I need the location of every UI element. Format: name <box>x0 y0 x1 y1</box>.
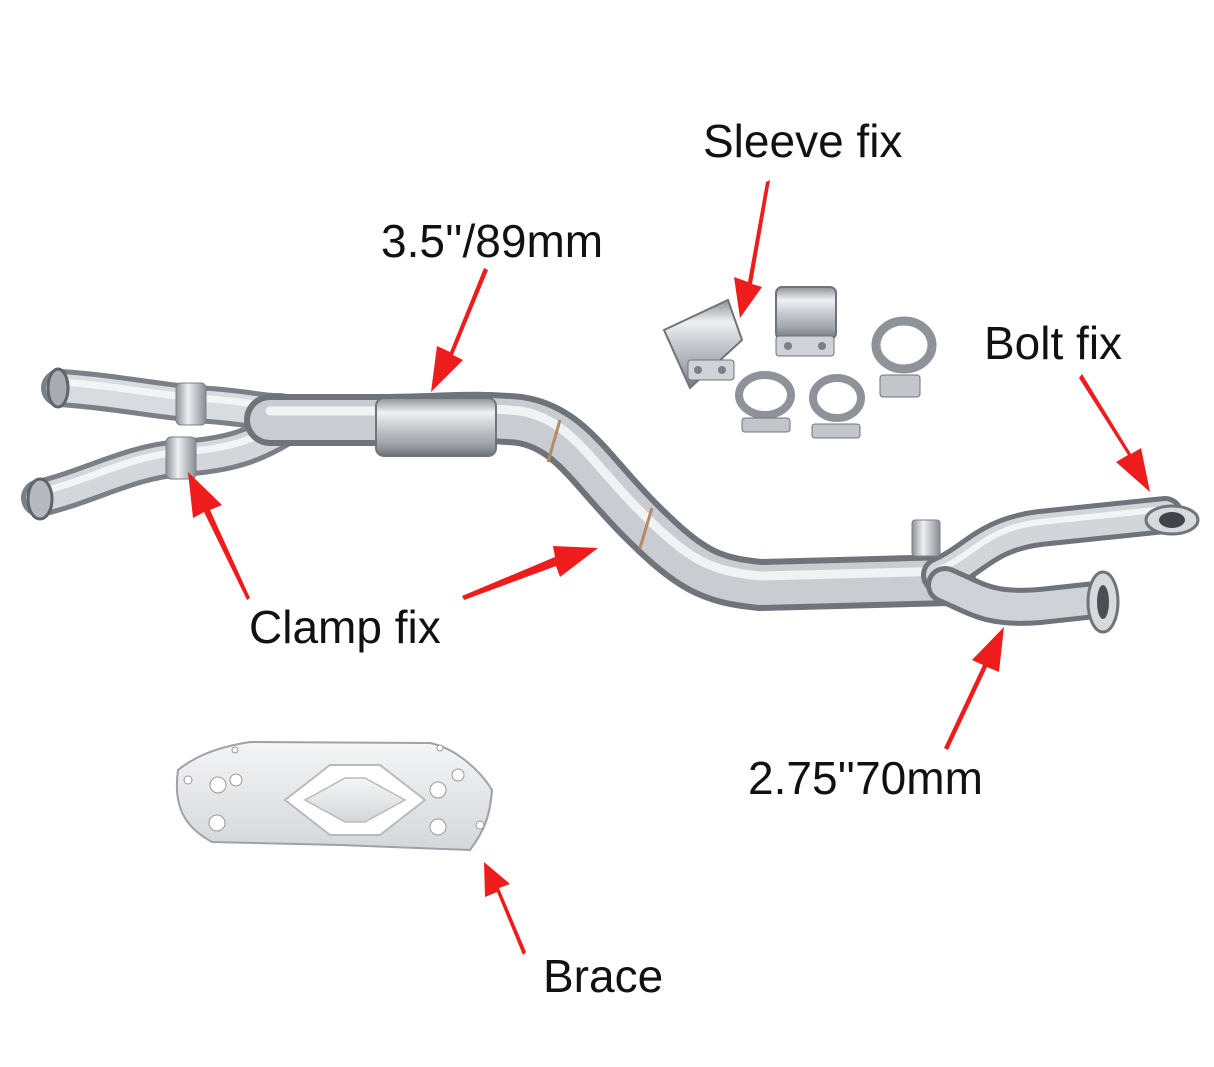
arrow-clamp-fix-right <box>462 546 598 600</box>
brace-plate <box>175 740 494 852</box>
arrow-main-diameter <box>431 268 488 392</box>
brace-label: Brace <box>543 950 664 1002</box>
arrow-clamp-fix-left <box>188 472 250 600</box>
arrow-tail-diameter <box>944 627 1004 750</box>
arrow-sleeve-fix <box>734 180 770 318</box>
clamp-kit <box>662 286 937 439</box>
exhaust-pipe <box>21 367 1200 634</box>
callout-arrows <box>188 180 1150 955</box>
arrow-bolt-fix <box>1079 374 1150 492</box>
arrow-brace <box>484 862 526 955</box>
main-diameter-label: 3.5''/89mm <box>381 215 604 267</box>
tail-diameter-label: 2.75''70mm <box>748 752 983 804</box>
sleeve-fix-label: Sleeve fix <box>703 115 903 167</box>
bolt-fix-label: Bolt fix <box>984 317 1123 369</box>
clamp-fix-label: Clamp fix <box>249 601 441 653</box>
